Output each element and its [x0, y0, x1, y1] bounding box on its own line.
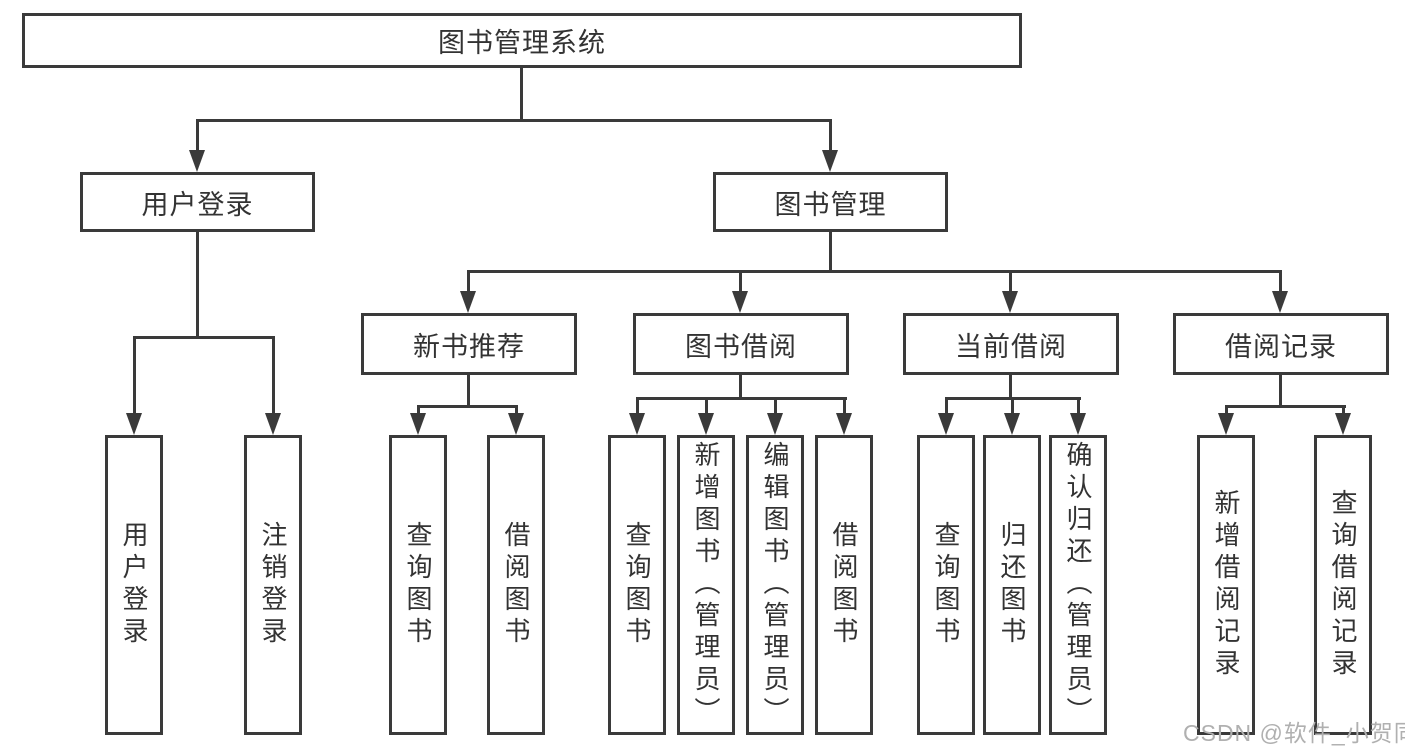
leaf-return-book-label: 归还图书	[997, 521, 1027, 649]
connector-line	[1009, 270, 1012, 294]
connector-line	[272, 336, 275, 416]
leaf-query-books-recommend-label: 查询图书	[403, 521, 433, 649]
leaf-add-book-admin: 新增图书（管理员）	[677, 435, 735, 735]
node-root-label: 图书管理系统	[438, 28, 606, 58]
arrow-down-icon	[767, 413, 783, 435]
connector-line	[196, 232, 199, 339]
leaf-borrow-books-recommend: 借阅图书	[487, 435, 545, 735]
leaf-confirm-return-admin: 确认归还（管理员）	[1049, 435, 1107, 735]
connector-line	[417, 405, 420, 416]
arrow-down-icon	[189, 150, 205, 172]
leaf-borrow-books-label: 借阅图书	[829, 521, 859, 649]
connector-line	[1342, 405, 1345, 416]
arrow-down-icon	[629, 413, 645, 435]
node-new-book-recommend-label: 新书推荐	[413, 331, 525, 362]
arrow-down-icon	[508, 413, 524, 435]
connector-line	[520, 68, 523, 121]
connector-line	[945, 397, 948, 416]
leaf-edit-book-admin-label: 编辑图书（管理员）	[760, 441, 790, 729]
leaf-borrow-books-recommend-label: 借阅图书	[501, 521, 531, 649]
leaf-query-books-recommend: 查询图书	[389, 435, 447, 735]
node-book-borrow: 图书借阅	[633, 313, 849, 375]
connector-line	[1225, 405, 1346, 408]
connector-line	[1011, 397, 1014, 416]
node-borrow-records: 借阅记录	[1173, 313, 1389, 375]
connector-line	[829, 119, 832, 155]
connector-line	[133, 336, 275, 339]
connector-line	[1009, 375, 1012, 400]
arrow-down-icon	[1070, 413, 1086, 435]
connector-line	[417, 405, 518, 408]
leaf-add-borrow-record: 新增借阅记录	[1197, 435, 1255, 735]
connector-line	[467, 270, 470, 294]
connector-line	[1225, 405, 1228, 416]
connector-line	[1279, 375, 1282, 408]
connector-line	[1077, 397, 1080, 416]
arrow-down-icon	[822, 150, 838, 172]
connector-line	[636, 397, 639, 416]
leaf-confirm-return-admin-label: 确认归还（管理员）	[1063, 441, 1093, 729]
node-root: 图书管理系统	[22, 13, 1022, 68]
arrow-down-icon	[1335, 413, 1351, 435]
connector-line	[196, 119, 199, 155]
leaf-logout-label: 注销登录	[258, 521, 288, 649]
arrow-down-icon	[836, 413, 852, 435]
leaf-query-books-borrow-label: 查询图书	[622, 521, 652, 649]
leaf-add-book-admin-label: 新增图书（管理员）	[691, 441, 721, 729]
node-book-borrow-label: 图书借阅	[685, 331, 797, 362]
connector-line	[515, 405, 518, 416]
leaf-add-borrow-record-label: 新增借阅记录	[1211, 489, 1241, 681]
watermark: CSDN @软件_小贺同学	[1183, 720, 1405, 746]
leaf-user-login: 用户登录	[105, 435, 163, 735]
node-borrow-records-label: 借阅记录	[1225, 331, 1337, 362]
node-current-borrow: 当前借阅	[903, 313, 1119, 375]
arrow-down-icon	[1218, 413, 1234, 435]
arrow-down-icon	[1002, 291, 1018, 313]
leaf-query-books-current: 查询图书	[917, 435, 975, 735]
connector-line	[829, 232, 832, 273]
leaf-return-book: 归还图书	[983, 435, 1041, 735]
leaf-query-borrow-record: 查询借阅记录	[1314, 435, 1372, 735]
arrow-down-icon	[938, 413, 954, 435]
leaf-user-login-label: 用户登录	[119, 521, 149, 649]
leaf-query-books-current-label: 查询图书	[931, 521, 961, 649]
connector-line	[739, 270, 742, 294]
arrow-down-icon	[126, 413, 142, 435]
connector-line	[1279, 270, 1282, 294]
connector-line	[196, 119, 832, 122]
arrow-down-icon	[1004, 413, 1020, 435]
leaf-edit-book-admin: 编辑图书（管理员）	[746, 435, 804, 735]
connector-line	[843, 397, 846, 416]
arrow-down-icon	[460, 291, 476, 313]
connector-line	[133, 336, 136, 416]
arrow-down-icon	[265, 413, 281, 435]
leaf-query-borrow-record-label: 查询借阅记录	[1328, 489, 1358, 681]
connector-line	[467, 375, 470, 408]
node-current-borrow-label: 当前借阅	[955, 331, 1067, 362]
connector-line	[774, 397, 777, 416]
arrow-down-icon	[410, 413, 426, 435]
node-book-management: 图书管理	[713, 172, 948, 232]
connector-line	[636, 397, 847, 400]
arrow-down-icon	[732, 291, 748, 313]
leaf-logout: 注销登录	[244, 435, 302, 735]
connector-line	[467, 270, 1282, 273]
arrow-down-icon	[1272, 291, 1288, 313]
node-book-management-label: 图书管理	[774, 189, 887, 220]
node-user-login-label: 用户登录	[141, 189, 254, 220]
node-user-login: 用户登录	[80, 172, 315, 232]
node-new-book-recommend: 新书推荐	[361, 313, 577, 375]
leaf-borrow-books: 借阅图书	[815, 435, 873, 735]
connector-line	[739, 375, 742, 400]
arrow-down-icon	[698, 413, 714, 435]
connector-line	[705, 397, 708, 416]
leaf-query-books-borrow: 查询图书	[608, 435, 666, 735]
